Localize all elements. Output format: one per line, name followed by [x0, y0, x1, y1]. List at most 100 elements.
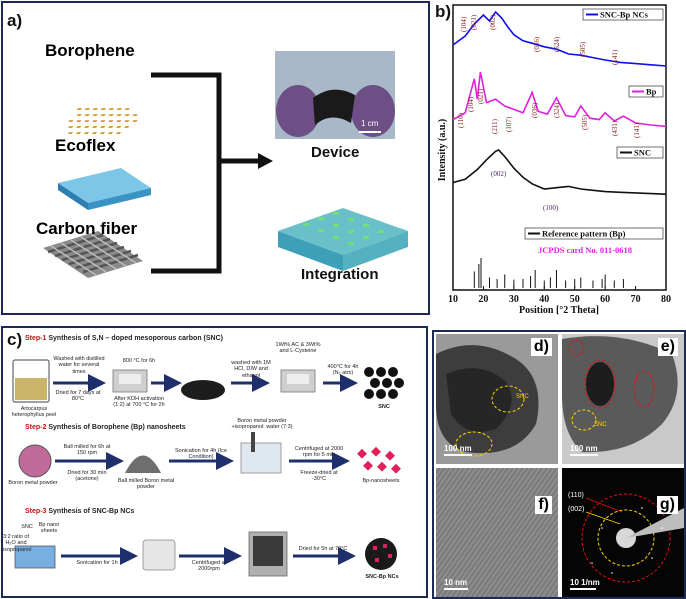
note-mix: 1Wt% AC & 3Wt% and L-Cysteine [275, 342, 321, 355]
ring-110-label: (110) [568, 492, 584, 499]
note-boron-powder: Boron metal powder [8, 480, 58, 486]
note-koh: After KOH activation (1:2) at 700 °C for… [113, 396, 165, 409]
note-centri-2000: Centrifuged at 2000rpm [191, 560, 227, 573]
note-freeze: Freeze-dried at -30°C [300, 470, 338, 483]
peak-label: (141) [633, 122, 641, 138]
note-milled-powder: Ball milled Boron metal powder [117, 478, 175, 491]
panel-a-diagram [43, 51, 408, 278]
device-photo [275, 51, 395, 139]
tem-image-f: f) 10 nm [436, 468, 558, 597]
panel-c-label: c) [7, 330, 23, 349]
legend-snc-bp: SNC-Bp NCs [582, 8, 664, 21]
step-1-title: Step-1 Synthesis of S,N – doped mesoporo… [25, 335, 223, 342]
step-2-prefix: Step-2 [25, 424, 47, 431]
peak-label: (324) [553, 36, 561, 52]
panel-g-label: g) [656, 496, 678, 514]
peak-label: (110) [457, 112, 465, 128]
panel-d-label: d) [530, 338, 552, 356]
scale-bar-e: 100 nm [570, 444, 598, 453]
legend-snc-bp-label: SNC-Bp NCs [600, 10, 649, 20]
peak-label: (021) [470, 14, 478, 30]
note-ratio: 3:2 ratio of H₂O and isopropanol [3, 534, 32, 553]
tem-image-d: d) SNC 100 nm [436, 334, 558, 464]
x-tick-label: 50 [570, 294, 580, 305]
note-bp-nanosheets: Bp-nanosheets [362, 478, 400, 484]
peak-label: (211) [491, 118, 499, 134]
x-axis-label: Position [°2 Theta] [519, 305, 599, 316]
y-axis-label: Intensity (a.u.) [437, 119, 448, 182]
synthesis-flow-diagram [12, 359, 404, 577]
step-3-flow [14, 531, 397, 577]
note-wash2: washed with 1M HCl, DIW and ethanol [231, 360, 271, 379]
peak-label: (431) [611, 120, 619, 136]
step-1-text: Synthesis of S,N – doped mesoporous carb… [48, 335, 223, 342]
peak-label: (505) [581, 114, 589, 130]
x-tick-label: 40 [539, 294, 549, 305]
step-1-flow [12, 359, 404, 403]
step-1-prefix: Step-1 [25, 335, 47, 342]
jcpds-label: JCPDS card No. 011-0618 [538, 245, 632, 255]
borophene-illustration [67, 108, 138, 134]
step-3-prefix: Step-3 [25, 508, 47, 515]
panel-a-label: a) [7, 11, 23, 30]
tem-image-e: e) SNC 100 nm [562, 334, 684, 464]
step-3-text: Synthesis of SNC-Bp NCs [48, 508, 135, 515]
x-tick-label: 30 [509, 294, 519, 305]
assembly-bracket [151, 72, 258, 274]
note-sonic-1h: Sonication for 1h [76, 560, 118, 566]
step-2-title: Step-2 Synthesis of Borophene (Bp) nanos… [25, 424, 186, 431]
ring-002-label: (002) [568, 506, 585, 513]
device-label: Device [311, 144, 360, 161]
snc-annotation: SNC [594, 422, 607, 428]
bp-peak-labels: (110) (104) (021) (211) (107) (036) (324… [457, 88, 641, 138]
panel-a: a) [1, 1, 430, 315]
note-snc-bp-ncs: SNC-Bp NCs [365, 574, 399, 580]
ecoflex-label: Ecoflex [55, 136, 116, 155]
legend-ref-label: Reference pattern (Bp) [542, 229, 626, 239]
ecoflex-illustration [58, 168, 151, 210]
scale-bar-label: 1 cm [361, 119, 379, 128]
bp-nanosheets-icon [357, 446, 401, 474]
peak-label: (104) [460, 16, 468, 32]
peak-label: (021) [477, 88, 485, 104]
peak-label: (036) [531, 102, 539, 118]
step-2-flow [18, 432, 401, 478]
x-tick-label: 20 [478, 294, 488, 305]
carbon-fiber-illustration [43, 231, 143, 278]
snc-peak-label: (002) [491, 170, 507, 178]
series-line-snc [452, 149, 667, 195]
note-solvent: Boron metal powder +isopropanol: water (… [231, 418, 293, 431]
peak-label: (107) [505, 116, 513, 132]
note-dry-acetone: Dried for 30 min (acetone) [67, 470, 107, 483]
note-sonic: Sonication for 4h (Ice Condition) [175, 448, 227, 461]
note-centri: Centrifuged at 2000 rpm for 5 min [294, 446, 344, 459]
series-line-snc-bp-ncs [452, 10, 667, 67]
note-dry-70: Dried for 5h at 70°C [298, 546, 348, 552]
note-dry: Dried for 7 days at 80°C [55, 390, 101, 403]
legend-snc: SNC [616, 146, 664, 159]
note-wash: Washed with distilled water for several … [53, 356, 105, 375]
legend-bp: Bp [628, 85, 664, 98]
snc-annotation: SNC [516, 394, 529, 400]
note-anneal: 400°C for 4h (N₂ atm) [327, 364, 359, 377]
borophene-label: Borophene [45, 41, 135, 60]
note-bp-input: Bp nano sheets [38, 522, 60, 535]
snc-particles-icon [364, 367, 404, 399]
peak-label: (141) [611, 49, 619, 65]
scale-bar-g: 10 1/nm [570, 578, 600, 587]
legend-bp-label: Bp [646, 87, 657, 97]
panel-c: c) Step-1 Synthesis of S,N – doped mesop… [1, 326, 428, 598]
x-tick-label: 80 [661, 294, 671, 305]
peak-label: (324) [553, 102, 561, 118]
peak-label: (036) [533, 36, 541, 52]
panel-d-g: d) SNC 100 nm e) SNC 100 nm [432, 330, 686, 599]
panel-f-label: f) [535, 496, 552, 514]
snc-peak-label: (100) [543, 204, 559, 212]
note-snc-input: SNC [21, 524, 33, 530]
step-2-text: Synthesis of Borophene (Bp) nanosheets [48, 424, 186, 431]
integration-illustration [278, 208, 408, 271]
x-tick-label: 10 [448, 294, 458, 305]
peak-label: (505) [579, 41, 587, 57]
legend-ref: Reference pattern (Bp) [524, 227, 664, 240]
